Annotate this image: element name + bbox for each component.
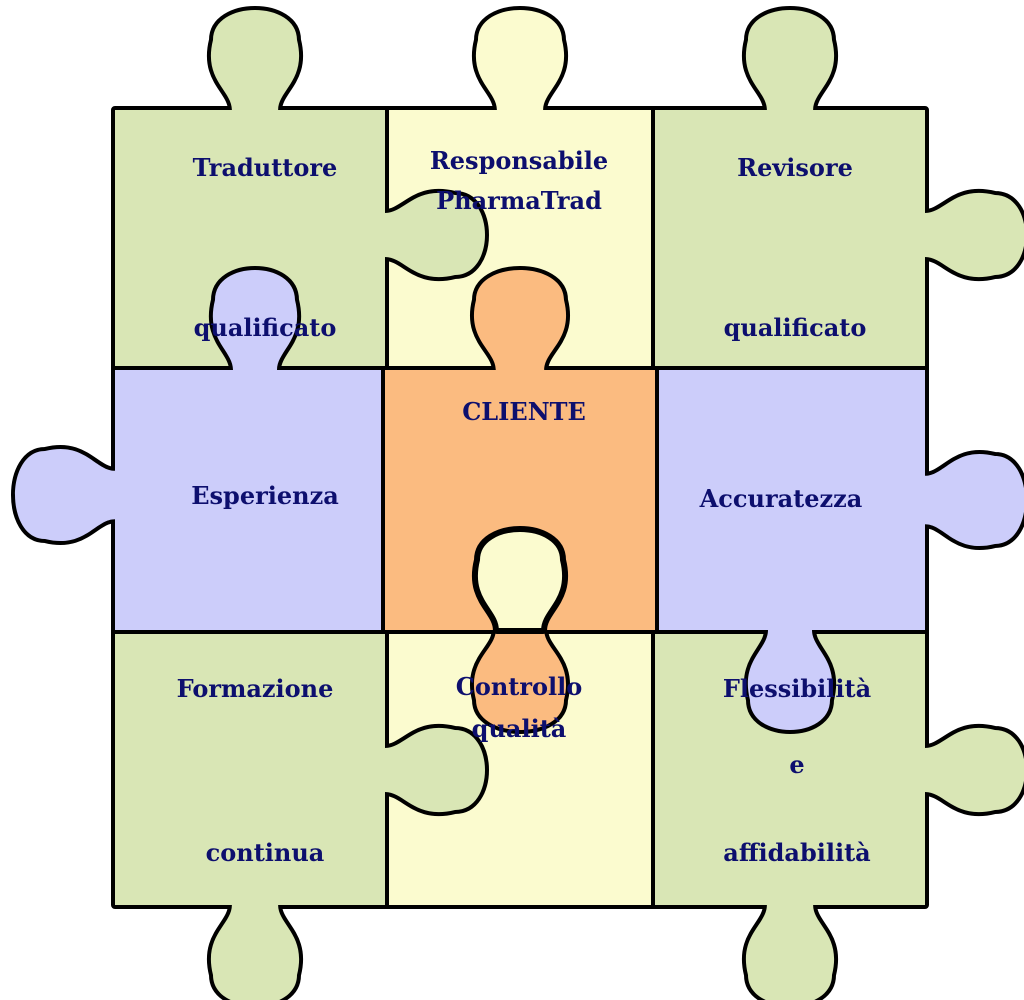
piece-bottom-center-line1: Controllo — [455, 671, 583, 701]
piece-mid-left-label: Esperienza — [191, 480, 339, 510]
piece-bottom-left-line2: continua — [205, 837, 325, 867]
piece-bottom-center-line2: qualità — [471, 713, 567, 743]
piece-top-right — [651, 6, 1024, 374]
piece-top-center-line1: Responsabile — [429, 145, 609, 175]
piece-top-left-line2: qualificato — [193, 312, 337, 342]
piece-bottom-right — [651, 626, 1024, 1000]
piece-mid-right-label: Accuratezza — [699, 483, 863, 513]
piece-top-left-line1: Traduttore — [192, 152, 338, 182]
piece-bottom-right-line2: e — [789, 749, 805, 779]
piece-bottom-right-line1: Flessibilità — [722, 673, 872, 703]
piece-center — [381, 266, 659, 734]
piece-center-label: CLIENTE — [462, 396, 586, 426]
piece-top-right-line2: qualificato — [723, 312, 867, 342]
piece-bottom-center-knob — [472, 526, 568, 634]
piece-bottom-left-line1: Formazione — [176, 673, 334, 703]
piece-bottom-right-line3: affidabilità — [723, 837, 871, 867]
piece-top-center-line2: PharmaTrad — [436, 185, 602, 215]
piece-top-right-line1: Revisore — [737, 152, 853, 182]
